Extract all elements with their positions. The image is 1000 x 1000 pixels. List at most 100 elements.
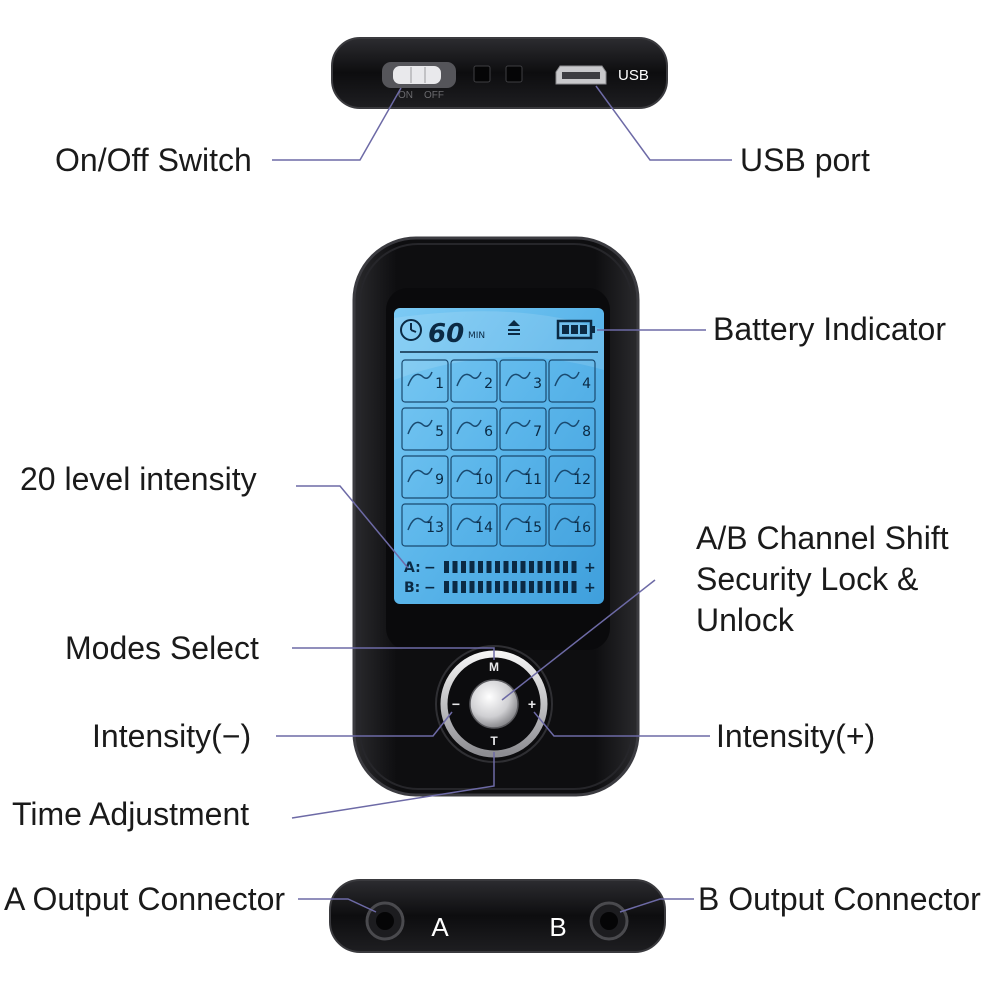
usb-text: USB	[618, 67, 649, 84]
mode-number: 7	[533, 424, 542, 440]
mode-cell: 7	[499, 407, 547, 451]
label-intensity-plus: Intensity(+)	[716, 718, 876, 754]
leader-on-off	[272, 87, 402, 161]
mode-number: 4	[582, 376, 591, 392]
channel-a-minus: −	[424, 560, 436, 576]
mode-number: 11	[524, 472, 542, 488]
leader-modes-select	[292, 647, 495, 660]
control-pad: M T − +	[435, 645, 553, 763]
label-on-off-switch: On/Off Switch	[55, 142, 252, 178]
switch-off-label: OFF	[424, 90, 444, 101]
channel-b-label: B:	[404, 580, 420, 596]
mode-number: 6	[484, 424, 493, 440]
channel-a-plus: +	[584, 560, 596, 576]
level-bar	[571, 561, 577, 573]
level-bar	[563, 581, 568, 593]
level-bar	[486, 561, 492, 573]
plus-key-label[interactable]: +	[528, 696, 536, 712]
level-bar	[503, 581, 509, 593]
power-switch-knob[interactable]	[393, 66, 441, 84]
mode-cell: 12	[548, 455, 596, 499]
channel-a-label: A:	[404, 560, 421, 576]
intensity-level-bars: A: − + B: − +	[404, 560, 596, 596]
level-bar	[546, 581, 551, 593]
channel-shift-button[interactable]	[469, 679, 519, 729]
leader-intensity-levels	[296, 485, 409, 569]
port-a-label: A	[431, 912, 449, 942]
mode-cell: 2	[450, 359, 498, 403]
mode-number: 10	[475, 472, 493, 488]
channel-b-minus: −	[424, 580, 436, 596]
level-bar	[537, 581, 543, 593]
leader-usb	[595, 85, 732, 161]
level-bar	[478, 561, 483, 573]
minus-key-label[interactable]: −	[452, 696, 460, 712]
body-part-icon	[456, 419, 482, 435]
body-part-icon	[456, 515, 482, 531]
leader-b-output	[619, 898, 694, 913]
label-intensity-levels: 20 level intensity	[20, 461, 257, 497]
level-bar	[478, 581, 483, 593]
level-bar	[529, 561, 534, 573]
mode-number: 12	[573, 472, 591, 488]
mode-number: 1	[435, 376, 444, 392]
level-bar	[469, 561, 475, 573]
body-part-icon	[407, 467, 433, 483]
mode-number: 14	[475, 520, 493, 536]
body-part-icon	[505, 371, 531, 387]
body-part-icon	[554, 467, 580, 483]
level-bar	[452, 581, 458, 593]
time-key-label[interactable]: T	[490, 734, 498, 748]
level-bar	[554, 561, 560, 573]
level-bar	[486, 581, 492, 593]
mode-number: 16	[573, 520, 591, 536]
timer-value: 60	[428, 319, 464, 349]
channel-b-plus: +	[584, 580, 596, 596]
indicator-slot-2	[505, 65, 523, 83]
body-part-icon	[554, 419, 580, 435]
body-part-icon	[407, 419, 433, 435]
level-bar	[512, 581, 517, 593]
label-intensity-minus: Intensity(−)	[92, 718, 252, 754]
top-side-panel: ON OFF USB	[331, 37, 668, 109]
timer-unit: MIN	[468, 331, 485, 341]
label-modes-select: Modes Select	[65, 630, 259, 666]
mode-cell: 3	[499, 359, 547, 403]
level-bar	[503, 561, 509, 573]
mode-number: 8	[582, 424, 591, 440]
leader-intensity-plus	[533, 711, 710, 737]
mode-cell: 4	[548, 359, 596, 403]
mode-key-label[interactable]: M	[489, 660, 499, 674]
switch-on-label: ON	[398, 90, 413, 101]
level-bar	[563, 561, 568, 573]
label-usb-port: USB port	[740, 142, 870, 178]
level-bar	[546, 561, 551, 573]
level-bar	[444, 561, 449, 573]
label-b-output-connector: B Output Connector	[698, 881, 981, 917]
mode-cell: 15	[499, 503, 547, 547]
mode-cell: 14	[450, 503, 498, 547]
bottom-side-panel: A B	[329, 879, 666, 953]
mode-number: 9	[435, 472, 444, 488]
level-bar	[537, 561, 543, 573]
leader-lines	[272, 85, 732, 913]
body-part-icon	[505, 419, 531, 435]
body-part-icon	[456, 467, 482, 483]
label-a-output-connector: A Output Connector	[4, 881, 286, 917]
body-part-icon	[505, 515, 531, 531]
level-bar	[512, 561, 517, 573]
level-bar	[554, 581, 560, 593]
mode-cell: 13	[401, 503, 449, 547]
mode-cell: 1	[401, 359, 449, 403]
body-part-icon	[554, 515, 580, 531]
clock-icon	[400, 319, 422, 341]
mode-cell: 10	[450, 455, 498, 499]
level-bar	[520, 581, 526, 593]
level-bar	[529, 581, 534, 593]
leader-time-adjustment	[291, 752, 495, 819]
port-b-label: B	[549, 912, 566, 942]
mode-number: 13	[426, 520, 444, 536]
label-channel-shift: A/B Channel Shift Security Lock & Unlock	[696, 520, 949, 638]
